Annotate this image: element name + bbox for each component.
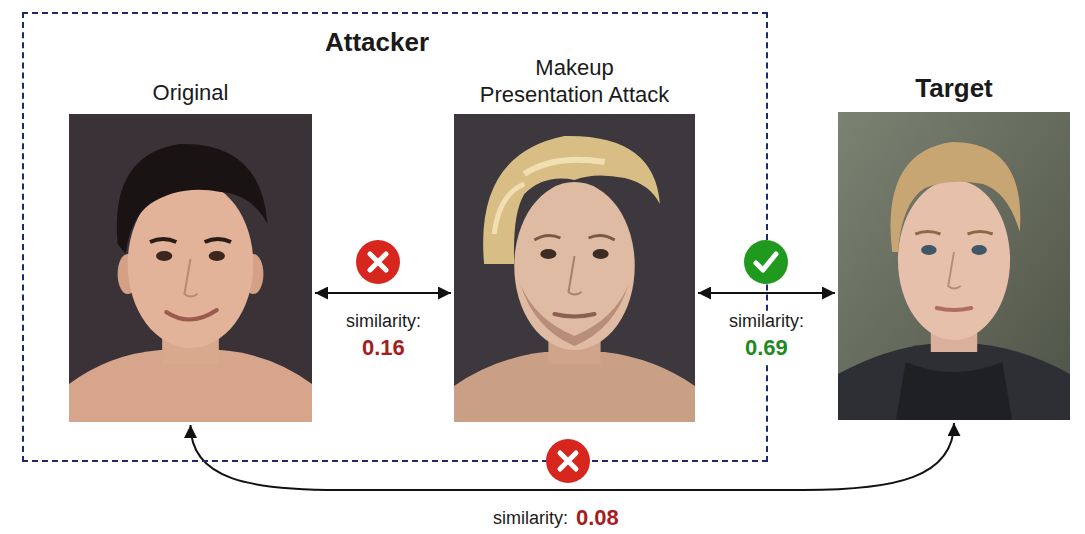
reject-disc — [356, 240, 400, 284]
edge-label: similarity: — [727, 311, 806, 333]
similarity-arrow — [315, 292, 451, 294]
edge-label: similarity: — [344, 311, 423, 333]
reject-cross — [370, 254, 386, 270]
photo-heading: Target — [854, 73, 1054, 104]
face-illustration — [454, 114, 695, 422]
accept-check — [756, 254, 776, 270]
attacker-group: AttackerOriginalMakeup Presentation Atta… — [22, 12, 768, 462]
face-photo: Target — [838, 112, 1070, 420]
accept-icon — [744, 240, 788, 284]
similarity-arrow — [191, 423, 955, 490]
photo-heading: Makeup Presentation Attack — [475, 55, 675, 108]
photo-heading: Original — [91, 80, 291, 106]
face-photo: Original — [69, 114, 312, 422]
similarity-score: 0.69 — [743, 335, 790, 361]
similarity-score: 0.16 — [360, 335, 407, 361]
reject-icon — [356, 240, 400, 284]
accept-disc — [744, 240, 788, 284]
similarity-score: 0.08 — [574, 505, 621, 531]
face-illustration — [838, 112, 1070, 420]
face-illustration — [69, 114, 312, 422]
edge-label: similarity: — [491, 508, 570, 530]
face-photo: Makeup Presentation Attack — [454, 114, 695, 422]
group-heading: Attacker — [262, 28, 492, 58]
